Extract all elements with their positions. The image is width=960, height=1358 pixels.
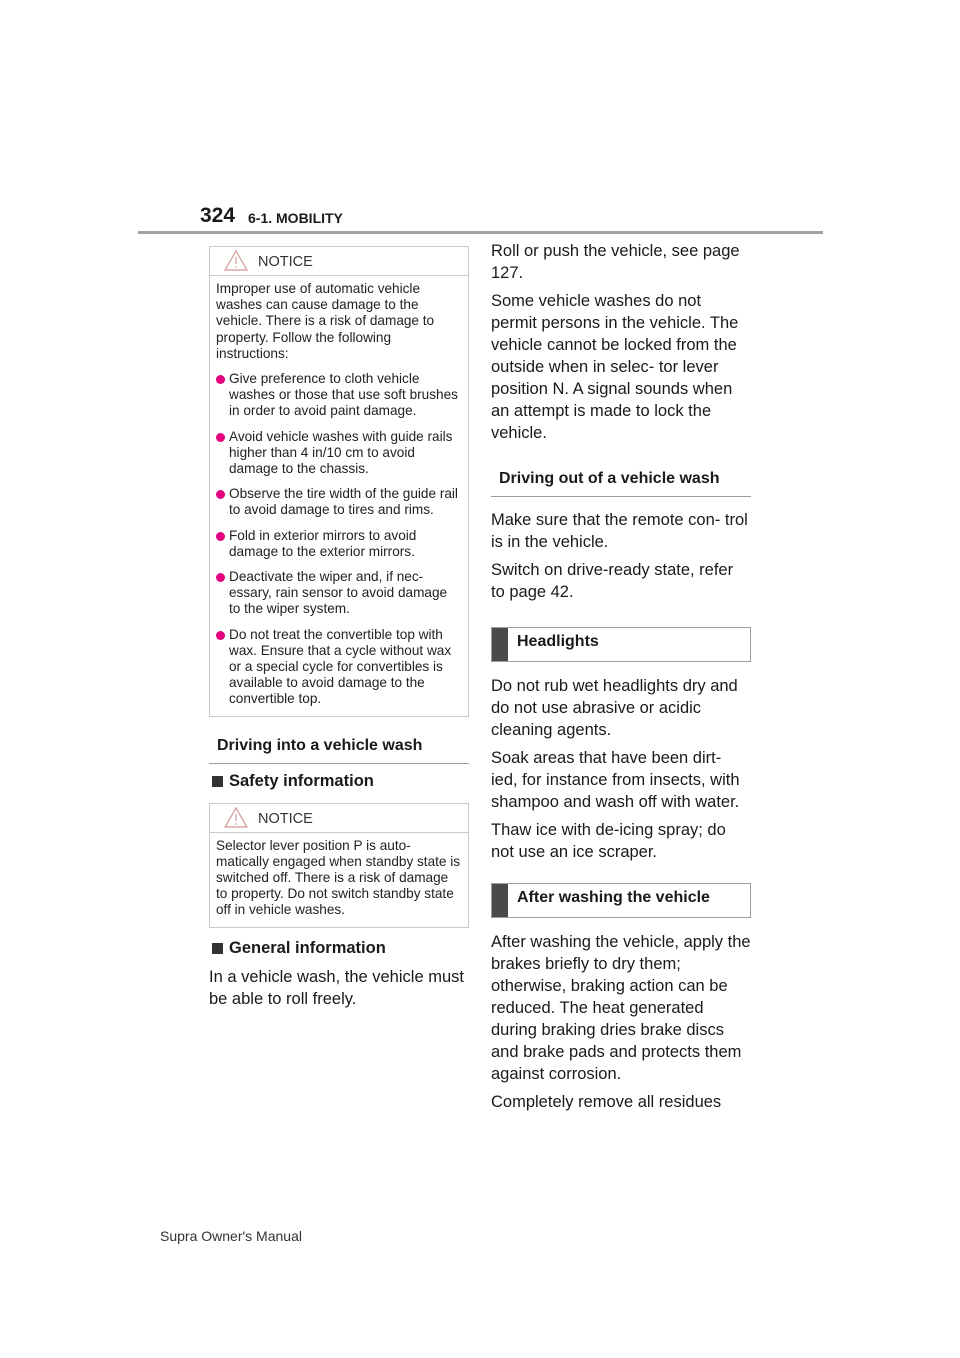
paragraph: After washing the vehicle, apply the bra… bbox=[491, 933, 751, 1083]
notice-header: NOTICE bbox=[210, 247, 468, 276]
heading-bar bbox=[492, 628, 508, 661]
heading-after-washing: After washing the vehicle bbox=[491, 883, 751, 918]
paragraph: Make sure that the remote con- trol is i… bbox=[491, 511, 748, 551]
notice-body: Improper use of automatic vehicle washes… bbox=[210, 276, 468, 716]
square-bullet-icon bbox=[212, 775, 223, 787]
right-column: Roll or push the vehicle, see page 127. … bbox=[491, 240, 751, 1113]
bullet-dot-icon bbox=[216, 573, 225, 583]
heading-text: After washing the vehicle bbox=[517, 889, 710, 906]
list-item: Avoid vehicle washes with guide rails hi… bbox=[216, 429, 462, 478]
list-item-text: Do not treat the convertible top with wa… bbox=[229, 626, 452, 707]
paragraph: Some vehicle washes do not permit person… bbox=[491, 292, 739, 442]
subhead-general-information: General information bbox=[209, 939, 469, 958]
list-item-text: Give preference to cloth vehicle washes … bbox=[229, 371, 458, 419]
list-item: Fold in exterior mirrors to avoid damage… bbox=[216, 528, 462, 560]
bullet-dot-icon bbox=[216, 432, 225, 442]
left-column: NOTICE Improper use of automatic vehicle… bbox=[209, 246, 469, 1010]
list-item: Do not treat the convertible top with wa… bbox=[216, 627, 462, 708]
list-item: Give preference to cloth vehicle washes … bbox=[216, 371, 462, 420]
notice-header: NOTICE bbox=[210, 804, 468, 833]
heading-driving-into-wash: Driving into a vehicle wash bbox=[209, 731, 469, 764]
paragraph: Completely remove all residues bbox=[491, 1093, 722, 1111]
header-rule bbox=[138, 231, 823, 234]
paragraph: Thaw ice with de-icing spray; do not use… bbox=[491, 821, 726, 861]
notice-box: NOTICE Selector lever position P is auto… bbox=[209, 802, 469, 928]
bullet-dot-icon bbox=[216, 375, 225, 385]
paragraph: Soak areas that have been dirt- ied, for… bbox=[491, 749, 740, 811]
warning-triangle-icon bbox=[224, 250, 248, 271]
bullet-dot-icon bbox=[216, 630, 225, 640]
bullet-dot-icon bbox=[216, 490, 225, 500]
paragraph: Do not rub wet headlights dry and do not… bbox=[491, 677, 738, 739]
subhead-text: Safety information bbox=[229, 771, 374, 790]
list-item-text: Fold in exterior mirrors to avoid damage… bbox=[229, 527, 417, 559]
list-item: Deactivate the wiper and, if nec- essary… bbox=[216, 569, 462, 618]
notice-body: Selector lever position P is auto- matic… bbox=[210, 833, 468, 927]
bullet-dot-icon bbox=[216, 531, 225, 541]
paragraph: In a vehicle wash, the vehicle must be a… bbox=[209, 967, 464, 1008]
list-item-text: Avoid vehicle washes with guide rails hi… bbox=[229, 428, 453, 477]
list-item-text: Deactivate the wiper and, if nec- essary… bbox=[229, 569, 448, 617]
paragraph: Switch on drive-ready state, refer to pa… bbox=[491, 561, 734, 601]
subhead-safety-information: Safety information bbox=[209, 772, 469, 791]
page-number: 324 bbox=[200, 204, 236, 227]
warning-triangle-icon bbox=[224, 806, 248, 828]
notice-list: Give preference to cloth vehicle washes … bbox=[216, 371, 462, 708]
notice-box: NOTICE Improper use of automatic vehicle… bbox=[209, 246, 469, 717]
notice-label: NOTICE bbox=[258, 254, 313, 270]
notice-intro: Improper use of automatic vehicle washes… bbox=[216, 281, 435, 361]
notice-label: NOTICE bbox=[258, 810, 313, 827]
list-item-text: Observe the tire width of the guide rail… bbox=[229, 486, 458, 518]
square-bullet-icon bbox=[212, 942, 223, 954]
heading-text: Headlights bbox=[517, 633, 599, 650]
list-item: Observe the tire width of the guide rail… bbox=[216, 486, 462, 518]
heading-bar bbox=[492, 884, 508, 917]
paragraph: Roll or push the vehicle, see page 127. bbox=[491, 242, 740, 282]
footer-manual-title: Supra Owner's Manual bbox=[160, 1228, 302, 1244]
notice-text: Selector lever position P is auto- matic… bbox=[216, 837, 461, 918]
section-title: 6-1. MOBILITY bbox=[248, 210, 343, 226]
heading-driving-out-of-wash: Driving out of a vehicle wash bbox=[491, 464, 751, 497]
subhead-text: General information bbox=[229, 938, 386, 957]
heading-headlights: Headlights bbox=[491, 627, 751, 662]
